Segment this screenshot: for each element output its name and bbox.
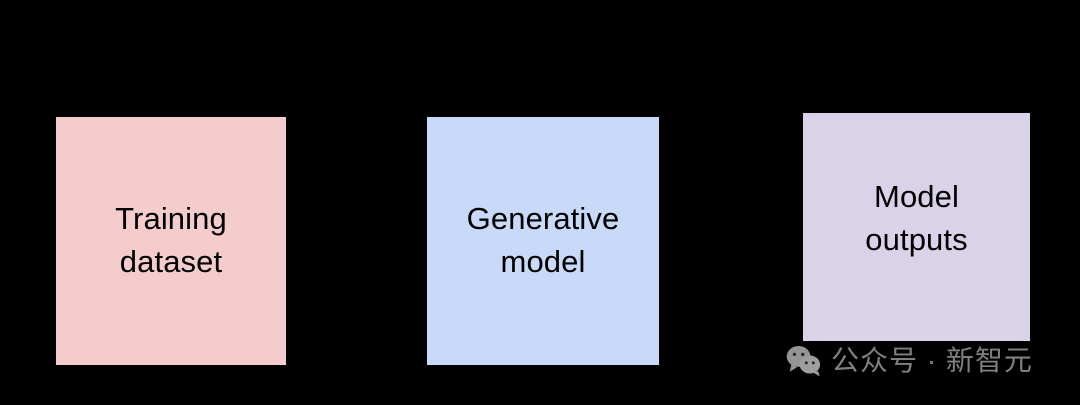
diagram-node-generative-model[interactable]: Generative model: [427, 117, 659, 365]
diagram-node-label: Training dataset: [115, 201, 227, 279]
diagram-node-training-dataset[interactable]: Training dataset: [56, 117, 286, 365]
diagram-node-label: Generative model: [466, 201, 620, 279]
watermark-text: 公众号 · 新智元: [831, 344, 1033, 376]
watermark: 公众号 · 新智元: [786, 344, 1033, 377]
diagram-node-model-outputs[interactable]: Model outputs: [803, 113, 1030, 341]
wechat-icon: [786, 344, 822, 377]
diagram-node-label: Model outputs: [865, 179, 968, 257]
